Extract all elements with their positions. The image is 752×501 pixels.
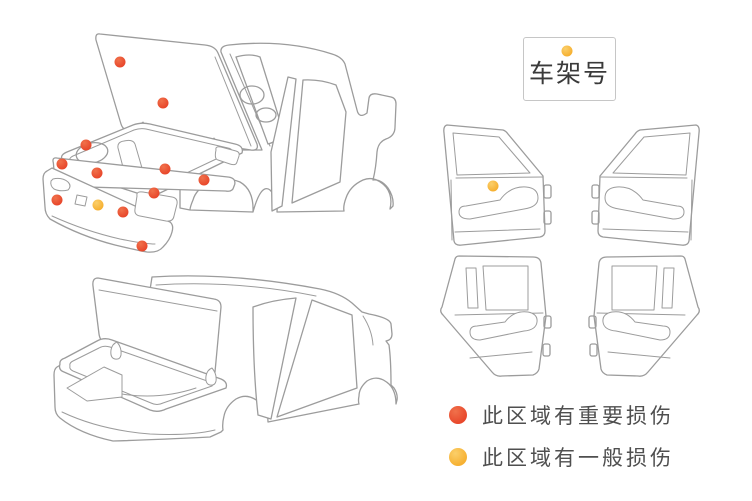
door-hinge (589, 343, 598, 357)
door-hinge (543, 210, 552, 225)
legend-row-severe: 此区域有重要损伤 (449, 402, 674, 428)
door-window (465, 267, 479, 309)
door-hinge (543, 184, 552, 199)
trunk-ramp (66, 366, 123, 402)
trunk-hinge (205, 367, 217, 386)
damage-marker-front-body-engine-bay[interactable] (159, 163, 171, 175)
legend-label-minor: 此区域有一般损伤 (482, 446, 674, 470)
door-hinge (542, 343, 551, 357)
door-lower-crease (469, 351, 533, 359)
front-fender-line (362, 315, 374, 346)
trunk-floor-line (121, 387, 197, 397)
roof-inner-line (155, 283, 317, 297)
minor-damage-dot-icon (449, 448, 467, 466)
legend-row-minor: 此区域有一般损伤 (449, 444, 674, 470)
damage-marker-front-body-hood[interactable] (114, 56, 126, 68)
damage-marker-front-body-left-fender[interactable] (56, 158, 68, 170)
front-door-opening (276, 299, 358, 418)
damage-marker-front-body-engine-bay[interactable] (91, 167, 103, 179)
hood-inner-edge (214, 56, 252, 147)
trunk-tub-rim (58, 338, 228, 412)
door-window (452, 132, 531, 176)
radiator-support-bar (52, 157, 236, 192)
damage-legend: 此区域有重要损伤 此区域有一般损伤 (449, 402, 674, 486)
engine-part-cowl (214, 146, 240, 166)
door-inner-edge (450, 179, 453, 241)
front-bumper (42, 167, 174, 253)
fog-lamp-shape (74, 194, 88, 207)
door-hinge (591, 184, 600, 199)
frame-number-label: 车架号 (528, 58, 610, 88)
door-window (482, 265, 529, 311)
seat-shape (255, 107, 277, 123)
trunk-hinge (110, 341, 122, 360)
trunk-lid-inner-edge (98, 289, 218, 312)
rear-right-door-diagram (588, 255, 700, 377)
rear-door-opening (252, 297, 297, 420)
door-armrest (458, 186, 539, 220)
door-lower-crease (454, 228, 541, 233)
door-belt-line (455, 176, 544, 179)
legend-label-severe: 此区域有重要损伤 (482, 404, 674, 428)
damage-marker-front-body-bumper[interactable] (92, 199, 104, 211)
door-hinge (588, 315, 597, 329)
damage-marker-front-body-bay-front[interactable] (148, 187, 160, 199)
damage-marker-front-body-bumper[interactable] (117, 206, 129, 218)
rear-door-opening (291, 79, 347, 204)
front-body-diagram (42, 33, 397, 253)
damage-marker-front-body-bumper[interactable] (51, 194, 63, 206)
door-hinge (543, 315, 552, 329)
damage-marker-frame-number-box[interactable] (561, 45, 573, 57)
headlamp-shape (50, 177, 71, 192)
grille-opening (134, 191, 178, 222)
door-hinge (591, 210, 600, 225)
front-door-opening (270, 76, 297, 212)
door-armrest (469, 311, 538, 341)
seat-shape (239, 85, 265, 105)
damage-marker-front-left-door[interactable] (487, 180, 499, 192)
damage-marker-front-body-bumper[interactable] (136, 240, 148, 252)
rear-left-door-diagram (440, 255, 552, 377)
front-right-door-diagram (591, 124, 700, 246)
damage-marker-front-body-engine-bay[interactable] (198, 174, 210, 186)
rear-body-diagram (53, 275, 398, 442)
damage-marker-front-body-hood[interactable] (157, 97, 169, 109)
severe-damage-dot-icon (449, 406, 467, 424)
damage-marker-front-body-engine-bay[interactable] (80, 139, 92, 151)
bumper-lip-line (61, 411, 216, 435)
